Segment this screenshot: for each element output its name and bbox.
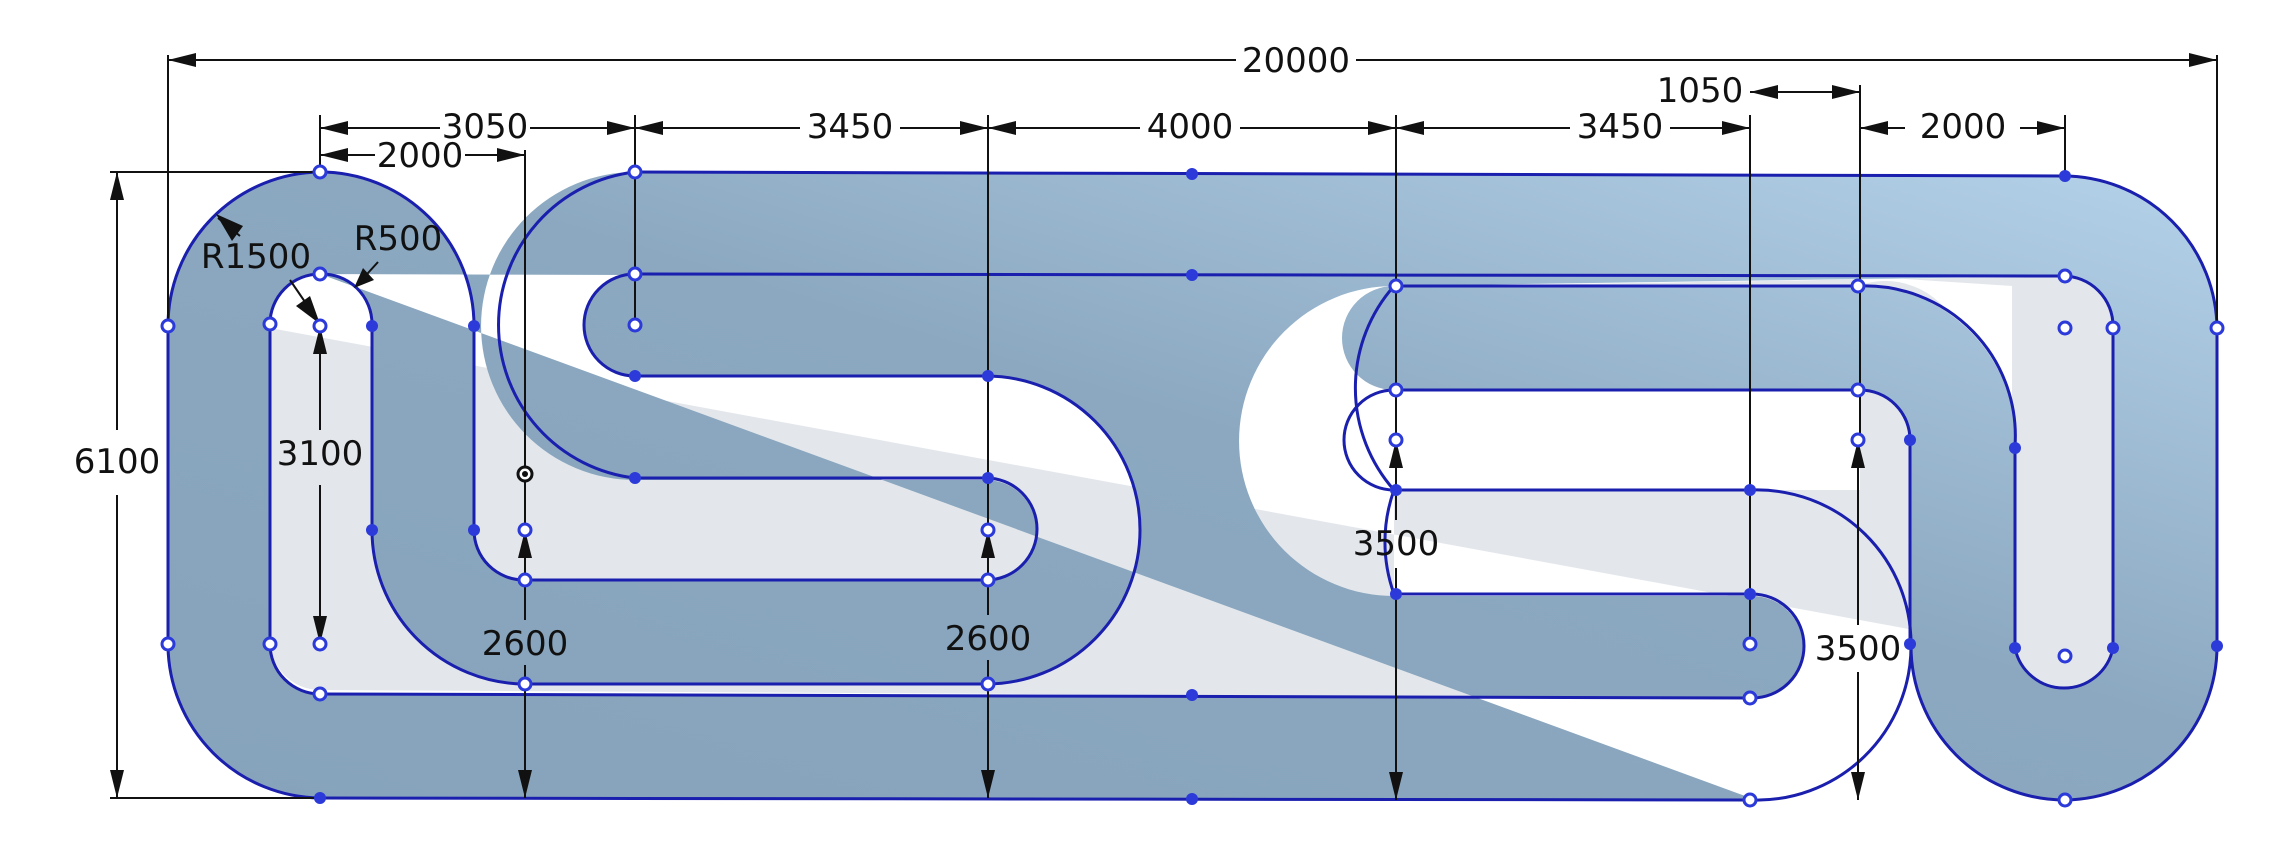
- dim-top-4: 3450: [1577, 107, 1664, 147]
- track-edges: [166, 170, 2219, 802]
- track-band: [167, 172, 2217, 801]
- dim-top-6: 2000: [1920, 107, 2007, 147]
- dim-top-5: 1050: [1657, 71, 1744, 111]
- dim-left-2000: 2000: [377, 136, 464, 176]
- sketch-points: [160, 164, 2225, 808]
- dim-overall-width: 20000: [1242, 41, 1350, 81]
- dim-depth-4: 3500: [1815, 629, 1902, 669]
- dim-depth-2: 2600: [945, 619, 1032, 659]
- dim-radius-outer: R1500: [201, 237, 311, 277]
- dim-top-1: 3050: [442, 107, 529, 147]
- dim-depth-3: 3500: [1353, 524, 1440, 564]
- dim-radius-inner: R500: [354, 219, 443, 259]
- dim-top-2: 3450: [807, 107, 894, 147]
- dim-slot-height: 3100: [277, 434, 364, 474]
- dim-depth-1: 2600: [482, 624, 569, 664]
- dim-top-3: 4000: [1147, 107, 1234, 147]
- dimension-labels: 20000 3050 3450 4000 3450 1050 2000 2000…: [74, 41, 2007, 669]
- dim-height: 6100: [74, 442, 161, 482]
